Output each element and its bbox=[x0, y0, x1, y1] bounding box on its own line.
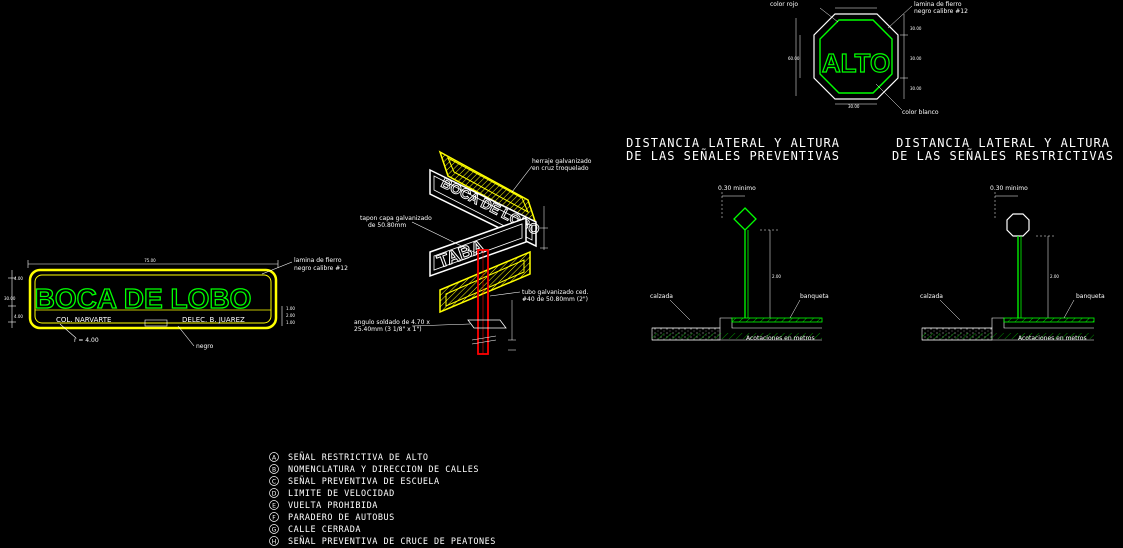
svg-text:C: C bbox=[272, 479, 276, 486]
legend-item: C SEÑAL PREVENTIVA DE ESCUELA bbox=[269, 476, 440, 487]
radius-label: r = 4.00 bbox=[74, 337, 99, 344]
restrictivas-diagram: DISTANCIA LATERAL Y ALTURA DE LAS SEÑALE… bbox=[892, 136, 1114, 342]
svg-text:A: A bbox=[272, 455, 277, 462]
rest-min-label: 0.30 minimo bbox=[990, 185, 1028, 192]
svg-text:2.00: 2.00 bbox=[772, 274, 781, 279]
legend-item: E VUELTA PROHIBIDA bbox=[269, 500, 378, 511]
rest-calzada: calzada bbox=[920, 293, 943, 300]
material-note-2: negro calibre #12 bbox=[294, 265, 348, 272]
svg-text:E: E bbox=[272, 503, 276, 510]
svg-text:2.00: 2.00 bbox=[1050, 274, 1059, 279]
svg-text:30.00: 30.00 bbox=[910, 86, 922, 91]
prev-min-label: 0.30 minimo bbox=[718, 185, 756, 192]
prev-acot: Acotaciones en metros bbox=[746, 335, 815, 342]
svg-text:30.00: 30.00 bbox=[4, 296, 16, 301]
legend-item: B NOMENCLATURA Y DIRECCION DE CALLES bbox=[269, 464, 479, 475]
tubo-note-1: tubo galvanizado ced. bbox=[522, 289, 588, 296]
preventivas-diagram: DISTANCIA LATERAL Y ALTURA DE LAS SEÑALE… bbox=[626, 136, 840, 342]
post-assembly: BOCA DE LOBO TABA herraje galvanizado en… bbox=[354, 150, 592, 355]
right-subtext: DELEC. B. JUAREZ bbox=[182, 316, 245, 324]
legend-text: SEÑAL RESTRICTIVA DE ALTO bbox=[288, 452, 428, 463]
herraje-note-1: herraje galvanizado bbox=[532, 158, 592, 165]
svg-text:D: D bbox=[272, 491, 277, 498]
alto-sign: ALTO 30.00 60.00 30.00 30.00 30.00 color… bbox=[770, 1, 968, 116]
tapon-note-2: de 50.80mm bbox=[368, 222, 406, 229]
svg-text:4.00: 4.00 bbox=[14, 314, 23, 319]
legend-text: VUELTA PROHIBIDA bbox=[288, 501, 378, 511]
svg-text:B: B bbox=[272, 467, 276, 474]
prev-calzada: calzada bbox=[650, 293, 673, 300]
blanco-note: color blanco bbox=[902, 109, 939, 116]
angulo-note-1: angulo soldado de 4.70 x bbox=[354, 319, 430, 326]
herraje-note-2: en cruz troquelado bbox=[532, 165, 589, 172]
restrictivas-title-2: DE LAS SEÑALES RESTRICTIVAS bbox=[892, 148, 1114, 163]
negro-note: negro bbox=[196, 343, 214, 350]
legend-text: NOMENCLATURA Y DIRECCION DE CALLES bbox=[288, 465, 479, 475]
prev-banqueta: banqueta bbox=[800, 293, 829, 300]
legend-item: H SEÑAL PREVENTIVA DE CRUCE DE PEATONES bbox=[269, 536, 496, 547]
legend-item: D LIMITE DE VELOCIDAD bbox=[269, 488, 395, 499]
svg-text:30.00: 30.00 bbox=[848, 104, 860, 109]
boca-de-lobo-text: BOCA DE LOBO bbox=[35, 283, 252, 314]
lamina-note-2: negro calibre #12 bbox=[914, 8, 968, 15]
tubo-note-2: #40 de 50.80mm (2") bbox=[522, 296, 588, 303]
left-subtext: COL. NARVARTE bbox=[56, 316, 111, 324]
svg-text:G: G bbox=[272, 527, 277, 534]
svg-text:H: H bbox=[272, 539, 277, 546]
svg-text:1.00: 1.00 bbox=[286, 320, 295, 325]
legend-text: PARADERO DE AUTOBUS bbox=[288, 513, 395, 523]
preventivas-title-1: DISTANCIA LATERAL Y ALTURA bbox=[626, 136, 840, 150]
boca-de-lobo-sign: 75.00 30.00 4.00 4.00 BOCA DE LOBO COL. … bbox=[4, 257, 348, 350]
svg-text:60.00: 60.00 bbox=[788, 56, 800, 61]
angulo-note-2: 25.40mm (3 1/8" x 1") bbox=[354, 326, 422, 333]
legend-text: LIMITE DE VELOCIDAD bbox=[288, 489, 395, 499]
legend: A SEÑAL RESTRICTIVA DE ALTO B NOMENCLATU… bbox=[269, 452, 496, 547]
preventivas-title-2: DE LAS SEÑALES PREVENTIVAS bbox=[626, 148, 840, 163]
lamina-note-1: lamina de fierro bbox=[914, 1, 962, 8]
svg-text:75.00: 75.00 bbox=[144, 258, 156, 263]
material-note-1: lamina de fierro bbox=[294, 257, 342, 264]
legend-item: G CALLE CERRADA bbox=[269, 524, 361, 535]
legend-item: A SEÑAL RESTRICTIVA DE ALTO bbox=[269, 452, 428, 463]
svg-text:F: F bbox=[272, 515, 276, 522]
svg-text:1.00: 1.00 bbox=[286, 306, 295, 311]
rojo-note: color rojo bbox=[770, 1, 798, 8]
legend-text: CALLE CERRADA bbox=[288, 525, 361, 535]
svg-text:30.00: 30.00 bbox=[910, 26, 922, 31]
rest-acot: Acotaciones en metros bbox=[1018, 335, 1087, 342]
legend-text: SEÑAL PREVENTIVA DE ESCUELA bbox=[288, 476, 440, 487]
svg-text:4.00: 4.00 bbox=[14, 276, 23, 281]
legend-item: F PARADERO DE AUTOBUS bbox=[269, 512, 395, 523]
svg-text:2.00: 2.00 bbox=[286, 313, 295, 318]
tapon-note-1: tapon capa galvanizado bbox=[360, 215, 432, 222]
svg-text:30.00: 30.00 bbox=[910, 56, 922, 61]
alto-text: ALTO bbox=[822, 48, 890, 78]
legend-text: SEÑAL PREVENTIVA DE CRUCE DE PEATONES bbox=[288, 536, 496, 547]
rest-banqueta: banqueta bbox=[1076, 293, 1105, 300]
restrictivas-title-1: DISTANCIA LATERAL Y ALTURA bbox=[896, 136, 1110, 150]
